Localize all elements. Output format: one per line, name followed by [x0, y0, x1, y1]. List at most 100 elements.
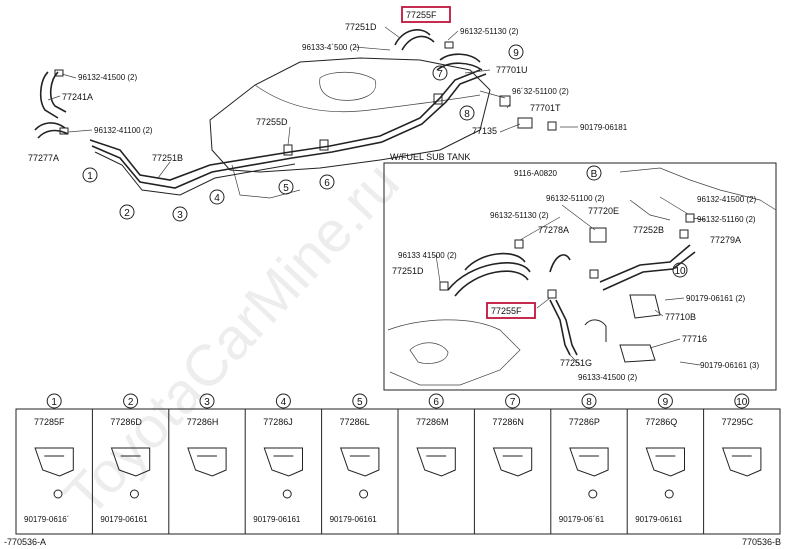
table-bolt-number[interactable]: 90179-06´61: [559, 515, 605, 524]
table-callout-8: 8: [586, 397, 592, 408]
callout-3[interactable]: 3: [177, 210, 183, 221]
inset-label-96133-41500[interactable]: 96133 41500 (2): [398, 251, 457, 260]
fuel-tank-illustration: [34, 29, 557, 199]
table-cell-6[interactable]: 6 77286M: [397, 393, 456, 534]
watermark: ToyotaCarMine.ru: [52, 150, 412, 529]
callout-7[interactable]: 7: [437, 69, 443, 80]
table-part-number[interactable]: 77286Q: [645, 417, 677, 427]
inset-callout-B[interactable]: B: [591, 169, 598, 180]
inset-label-77251G[interactable]: 77251G: [560, 358, 592, 368]
table-cell-2[interactable]: 2 77286D 90179-06161: [91, 393, 151, 534]
table-callout-2: 2: [128, 397, 134, 408]
inset-label-9116-A0820[interactable]: 9116-A0820: [514, 169, 558, 178]
table-part-number[interactable]: 77285F: [34, 417, 65, 427]
clamp-drawing: [34, 447, 74, 477]
label-90179-06181[interactable]: 90179-06181: [580, 123, 628, 132]
label-77701U[interactable]: 77701U: [496, 65, 528, 75]
callout-2[interactable]: 2: [124, 208, 130, 219]
table-bolt-number[interactable]: 90179-06161: [100, 515, 148, 524]
table-part-number[interactable]: 77286J: [263, 417, 293, 427]
inset-fuel-sub-tank: W/FUEL SUB TANK: [383, 152, 777, 391]
callout-circle: [505, 393, 521, 409]
table-cell-8[interactable]: 8 77286P 90179-06´61: [550, 393, 609, 534]
inset-label-90179-06161-b[interactable]: 90179-06161 (3): [700, 361, 759, 370]
inset-label-96132-51130[interactable]: 96132-51130 (2): [490, 211, 549, 220]
callout-circle: [199, 393, 215, 409]
table-cell-9[interactable]: 9 77286Q 90179-06161: [626, 393, 685, 534]
inset-label-77251D[interactable]: 77251D: [392, 266, 424, 276]
label-77701T[interactable]: 77701T: [530, 103, 561, 113]
inset-label-96133-41500-b[interactable]: 96133-41500 (2): [578, 373, 637, 382]
table-cell-10[interactable]: 10 77295C: [703, 393, 762, 534]
highlight-box-77255F-inset: [486, 302, 536, 319]
table-part-number[interactable]: 77286M: [416, 417, 449, 427]
inset-label-77252B[interactable]: 77252B: [633, 225, 664, 235]
bolt-icon: [282, 489, 292, 499]
callout-4[interactable]: 4: [214, 193, 220, 204]
bolt-icon: [664, 489, 674, 499]
inset-label-77720E[interactable]: 77720E: [588, 206, 619, 216]
top-leader-lines: [47, 26, 578, 179]
label-77251B[interactable]: 77251B: [152, 153, 183, 163]
callout-5[interactable]: 5: [283, 183, 289, 194]
table-part-number[interactable]: 77295C: [722, 417, 754, 427]
inset-callout-10[interactable]: 10: [674, 266, 686, 277]
clamp-drawing: [339, 447, 380, 477]
clamp-drawing: [721, 447, 762, 477]
table-callout-10: 10: [736, 397, 748, 408]
table-part-number[interactable]: 77286D: [110, 417, 142, 427]
clamp-drawing: [492, 447, 533, 477]
inset-label-90179-06161[interactable]: 90179-06161 (2): [686, 294, 745, 303]
table-cell-7[interactable]: 7 77286N: [473, 393, 533, 534]
label-77277A[interactable]: 77277A: [28, 153, 59, 163]
table-callout-7: 7: [510, 397, 516, 408]
callout-1[interactable]: 1: [87, 171, 93, 182]
table-callout-9: 9: [663, 397, 669, 408]
bolt-icon: [129, 489, 139, 499]
bolt-icon: [588, 489, 598, 499]
label-77255F[interactable]: 77255F: [406, 10, 437, 20]
label-96133-4500[interactable]: 96133-4´500 (2): [302, 43, 360, 52]
callout-circle: [46, 393, 62, 409]
label-77135[interactable]: 77135: [472, 126, 497, 136]
table-bolt-number[interactable]: 90179-06161: [635, 515, 683, 524]
table-bolt-number[interactable]: 90179-06161: [253, 515, 301, 524]
label-96132-51100[interactable]: 96´32-51100 (2): [512, 87, 569, 96]
inset-label-96132-51160[interactable]: 96132-51160 (2): [697, 215, 756, 224]
label-77241A[interactable]: 77241A: [62, 92, 93, 102]
callout-9[interactable]: 9: [513, 48, 519, 59]
table-bolt-number[interactable]: 90179-06161: [330, 515, 378, 524]
callout-8[interactable]: 8: [464, 109, 470, 120]
table-callout-6: 6: [433, 397, 439, 408]
table-part-number[interactable]: 77286H: [187, 417, 219, 427]
table-part-number[interactable]: 77286L: [340, 417, 370, 427]
callout-6[interactable]: 6: [324, 178, 330, 189]
table-part-number[interactable]: 77286N: [492, 417, 524, 427]
bolt-icon: [53, 489, 63, 499]
inset-label-77279A[interactable]: 77279A: [710, 235, 741, 245]
label-96132-41100[interactable]: 96132-41100 (2): [94, 126, 153, 135]
table-bolt-number[interactable]: 90179-0616´: [24, 515, 69, 524]
callout-circle: [352, 393, 368, 409]
inset-title: W/FUEL SUB TANK: [390, 152, 470, 162]
inset-label-77716[interactable]: 77716: [682, 334, 707, 344]
label-96132-41500[interactable]: 96132-41500 (2): [78, 73, 137, 82]
inset-label-77710B[interactable]: 77710B: [665, 312, 696, 322]
label-77255D[interactable]: 77255D: [256, 117, 288, 127]
clamp-drawing: [110, 447, 151, 477]
footer-left-code: -770536-A: [4, 537, 46, 547]
inset-label-96132-51100[interactable]: 96132-51100 (2): [546, 194, 605, 203]
bolt-icon: [359, 489, 369, 499]
callout-circle: [734, 393, 750, 409]
label-77251D[interactable]: 77251D: [345, 22, 377, 32]
inset-label-96132-41500-a[interactable]: 96132-41500 (2): [697, 195, 756, 204]
label-96132-51130[interactable]: 96132-51130 (2): [460, 27, 519, 36]
inset-label-77255F[interactable]: 77255F: [491, 306, 522, 316]
table-part-number[interactable]: 77286P: [569, 417, 600, 427]
inset-label-77278A[interactable]: 77278A: [538, 225, 569, 235]
